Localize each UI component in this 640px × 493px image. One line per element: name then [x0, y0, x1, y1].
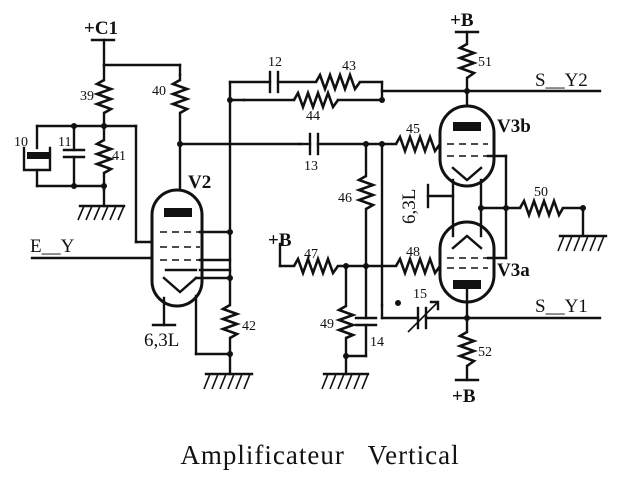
capacitor-12: 12 [268, 55, 318, 94]
ground-v2 [203, 372, 254, 390]
c1-label: +C1 [84, 18, 118, 39]
v3-label: 6,3L [399, 189, 420, 224]
supply-b-top: +B [450, 10, 480, 46]
r43-label: 43 [342, 59, 356, 74]
r46-label: 46 [338, 191, 352, 206]
r39-label: 39 [80, 89, 94, 104]
ground-left [77, 184, 126, 221]
b-top-label: +B [450, 10, 474, 31]
r42-label: 42 [242, 319, 256, 334]
resistor-48: 48 [394, 245, 442, 277]
tube-v3a: V3a [438, 220, 530, 304]
c11-label: 11 [58, 135, 71, 150]
capacitor-15: 15 [380, 287, 469, 333]
c14-label: 14 [370, 335, 384, 350]
resistor-43: 43 [314, 59, 384, 93]
input-e-y: E__Y [30, 236, 170, 260]
resistor-44: 44 [242, 89, 384, 124]
tube-v3b: V3b [438, 104, 531, 188]
out-y1-label: S__Y1 [535, 296, 588, 317]
resistor-52: 52 [456, 330, 492, 382]
r51-label: 51 [478, 55, 492, 70]
resistor-39: 39 [80, 63, 115, 128]
output-s-y1: S__Y1 [465, 296, 602, 320]
resistor-45: 45 [394, 122, 442, 155]
capacitor-10: 10 [14, 124, 52, 188]
output-s-y2: S__Y2 [465, 70, 602, 93]
diagram-title: Amplificateur Vertical [180, 440, 459, 470]
resistor-50: 50 [518, 185, 585, 238]
supply-c1: +C1 [84, 18, 118, 67]
resistor-40: 40 [152, 73, 191, 197]
c13-label: 13 [304, 159, 318, 174]
capacitor-14: 14 [344, 264, 384, 358]
v2-label: 6,3L [144, 330, 179, 351]
r47-label: 47 [304, 247, 318, 262]
r45-label: 45 [406, 122, 420, 137]
resistor-46: 46 [338, 142, 377, 268]
r52-label: 52 [478, 345, 492, 360]
heater-v2: 6,3L [144, 296, 179, 351]
c15-label: 15 [413, 287, 427, 302]
r48-label: 48 [406, 245, 420, 260]
resistor-41: 41 [93, 124, 126, 192]
r50-label: 50 [534, 185, 548, 200]
ground-middle [321, 372, 370, 390]
resistor-51: 51 [456, 42, 492, 114]
supply-b-bottom: +B [452, 378, 480, 407]
b-left-label: +B [268, 230, 292, 251]
resistor-42: 42 [219, 303, 256, 376]
r49-label: 49 [320, 317, 334, 332]
b-bottom-label: +B [452, 386, 476, 407]
v2-label: V2 [188, 172, 211, 193]
r40-label: 40 [152, 84, 166, 99]
capacitor-11: 11 [58, 124, 86, 188]
c12-label: 12 [268, 55, 282, 70]
tube-v2: V2 [150, 172, 211, 308]
supply-b-left: +B [268, 230, 296, 268]
v3a-label: V3a [497, 260, 530, 281]
heater-v3: 6,3L [399, 183, 455, 224]
r44-label: 44 [306, 109, 320, 124]
v3b-label: V3b [497, 116, 531, 137]
out-y2-label: S__Y2 [535, 70, 588, 91]
r41-label: 41 [112, 149, 126, 164]
c10-label: 10 [14, 135, 28, 150]
input-label: E__Y [30, 236, 75, 257]
ground-right [557, 234, 608, 252]
